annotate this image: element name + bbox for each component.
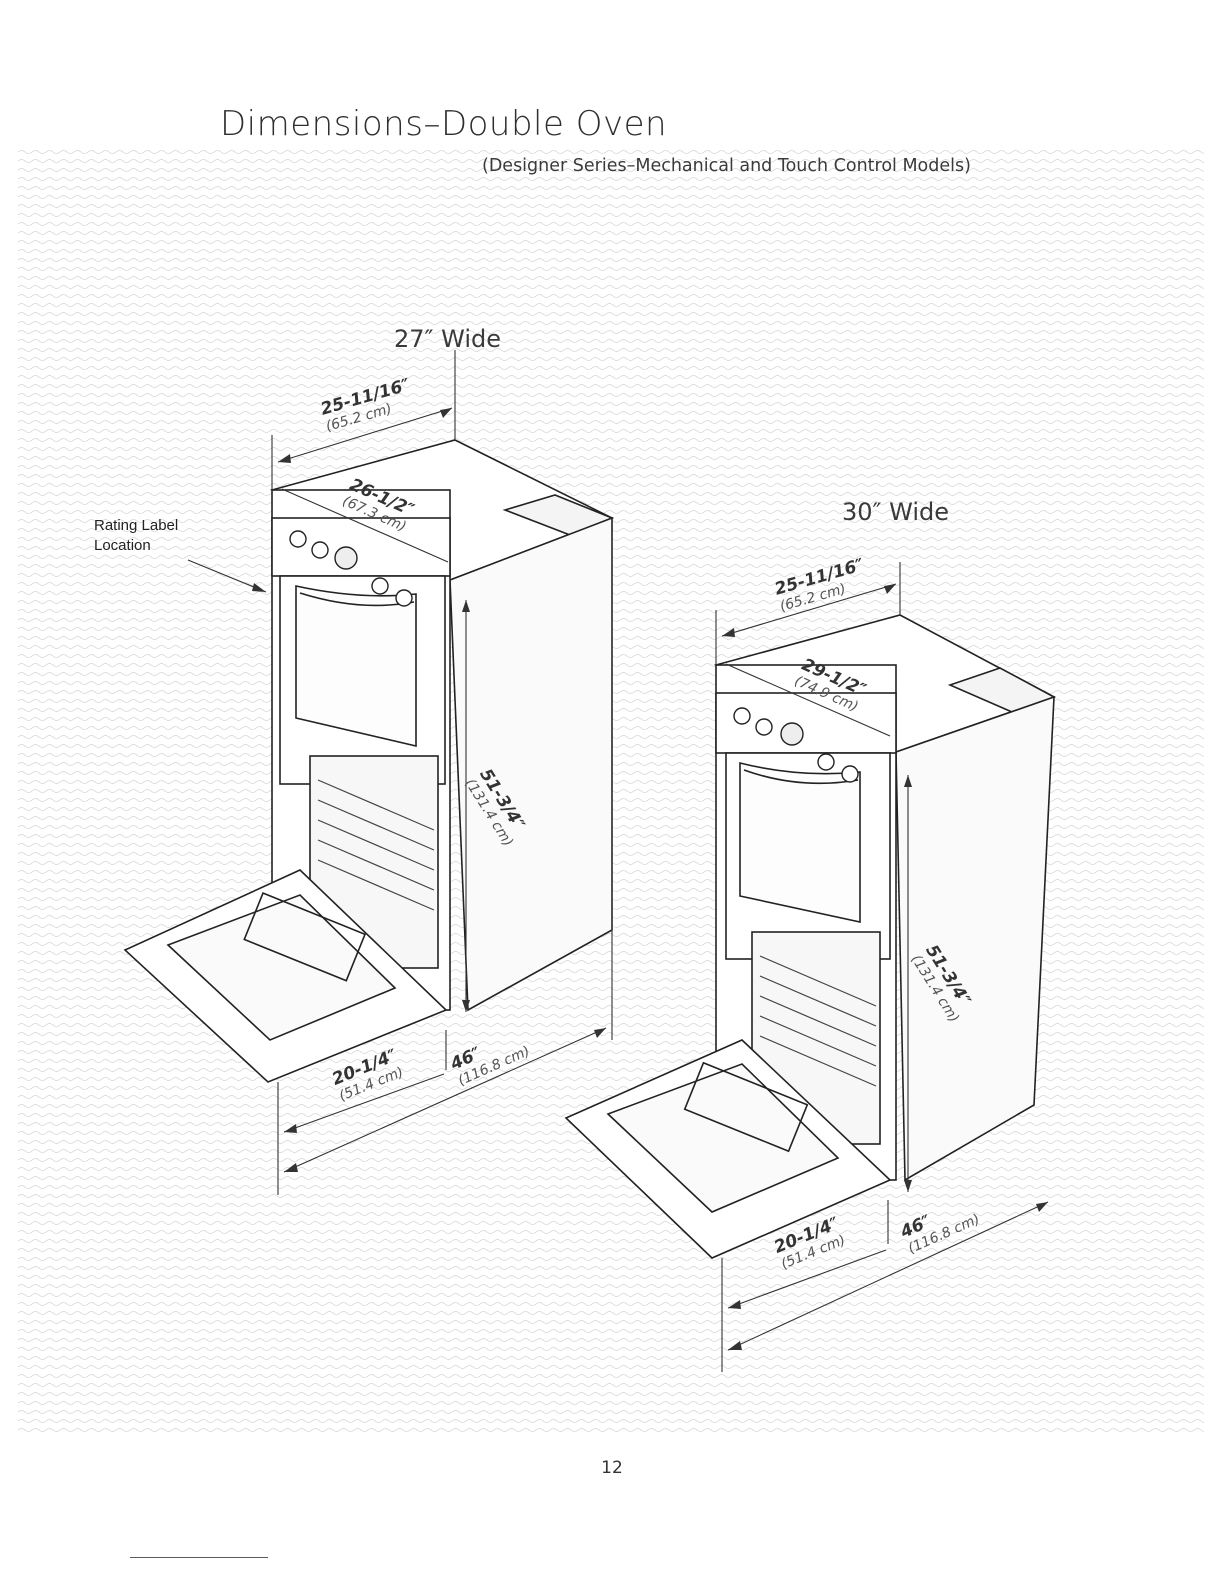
rating-label-callout: Rating Label Location	[94, 516, 178, 556]
page-number: 12	[0, 1458, 1224, 1478]
footer-rule	[130, 1557, 268, 1558]
oven-27-label: 27″ Wide	[394, 325, 501, 353]
rating-label-line2: Location	[94, 537, 151, 554]
oven-30-label: 30″ Wide	[842, 498, 949, 526]
rating-label-line1: Rating Label	[94, 517, 178, 534]
